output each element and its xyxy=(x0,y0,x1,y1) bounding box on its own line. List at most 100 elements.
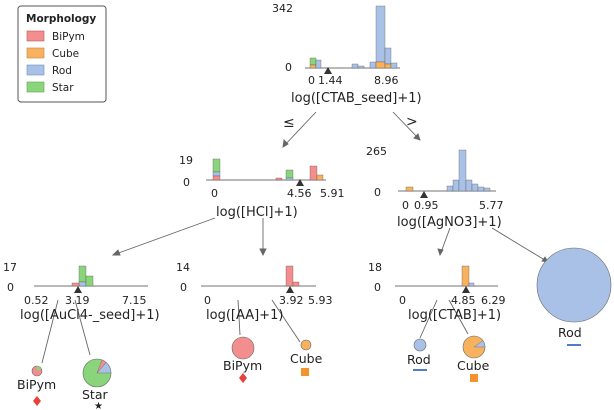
edge-ctab-left xyxy=(419,299,438,339)
edge-label-left: ≤ xyxy=(283,115,295,131)
edge-aucl4-left xyxy=(41,299,59,364)
hist-x-max: 5.77 xyxy=(479,199,504,212)
node-agno3: 265 0 0 0.95 5.77 log([AgNO3]+1) xyxy=(366,145,504,230)
hist-x-max: 7.15 xyxy=(122,294,147,307)
leaf-star: Star ★ xyxy=(82,358,112,410)
legend-swatch-rod xyxy=(26,64,45,76)
leaf-cube-2: Cube xyxy=(457,335,490,382)
node-feature-label: log([HCl]+1) xyxy=(216,205,298,220)
hist-y-max: 17 xyxy=(3,261,17,274)
hist-bar-rod xyxy=(212,171,221,177)
hist-bar-star xyxy=(212,158,221,173)
hist-x-max: 6.29 xyxy=(481,294,506,307)
hist-bar-rod xyxy=(452,179,460,192)
hist-bar-bipym xyxy=(212,175,221,181)
hist-y-max: 14 xyxy=(176,261,190,274)
leaf-pie xyxy=(536,247,612,323)
hist-y-min: 0 xyxy=(183,176,190,189)
edge-aucl4-right xyxy=(74,299,91,356)
hist-bar-cube xyxy=(316,174,324,181)
split-threshold-marker xyxy=(324,67,332,74)
hist-bar-bipym xyxy=(292,281,300,287)
leaf-pie-slice xyxy=(473,340,486,348)
legend-label-bipym: BiPym xyxy=(52,31,85,43)
hist-bar-cube xyxy=(461,265,470,287)
node-root: 342 0 0 1.44 8.96 log([CTAB_seed]+1) xyxy=(272,2,422,106)
hist-bar-bipym xyxy=(71,282,80,287)
hist-bar-star xyxy=(78,265,87,283)
edge-arrowhead xyxy=(413,133,421,141)
hist-bar-star xyxy=(85,275,94,287)
hist-x-min: 0 xyxy=(399,294,406,307)
node-feature-label: log([AgNO3]+1) xyxy=(397,215,502,230)
split-threshold-marker xyxy=(462,286,470,293)
legend-label-rod: Rod xyxy=(52,65,72,77)
hist-threshold: 3.19 xyxy=(65,294,90,307)
leaf-label: Rod xyxy=(558,325,582,340)
hist-bar-cube xyxy=(405,186,414,192)
hist-bar-cube xyxy=(309,64,317,69)
leaf-pie-slice xyxy=(37,366,42,371)
leaf-label: BiPym xyxy=(17,377,56,392)
legend-swatch-bipym xyxy=(26,30,45,42)
hist-bar-rod xyxy=(384,47,392,65)
legend-swatch-cube xyxy=(26,47,45,59)
hist-y-max: 342 xyxy=(272,2,293,15)
hist-bar-rod xyxy=(315,59,322,69)
hist-bar-cube xyxy=(384,63,392,69)
hist-bar-rod xyxy=(357,65,365,69)
hist-bar-bipym xyxy=(275,177,283,181)
edge-arrowhead xyxy=(437,248,444,257)
node-feature-label: log([AA]+1) xyxy=(206,308,283,323)
leaf-label: Rod xyxy=(407,352,431,367)
edge-agno3-right xyxy=(491,227,549,263)
hist-y-min: 0 xyxy=(180,281,187,294)
hist-bar-rod xyxy=(483,187,491,192)
hist-threshold: 1.44 xyxy=(318,74,343,87)
hist-bar-rod xyxy=(477,186,485,192)
node-aucl4: 17 0 0.52 3.19 7.15 log([AuCl4-_seed]+1) xyxy=(3,261,160,323)
legend: Morphology BiPym Cube Rod Star xyxy=(17,5,107,103)
hist-x-max: 5.93 xyxy=(308,294,333,307)
hist-bar-star xyxy=(309,57,317,66)
legend-label-cube: Cube xyxy=(52,48,79,60)
hist-x-min: 0 xyxy=(204,294,211,307)
leaf-pie xyxy=(300,339,312,351)
leaf-pie xyxy=(231,336,255,360)
leaf-cube-1: Cube xyxy=(290,339,323,376)
edge-arrowhead xyxy=(259,248,267,257)
edge-arrowhead xyxy=(111,249,121,256)
split-threshold-marker xyxy=(296,179,304,186)
node-ctab: 18 0 0 4.85 6.29 log([CTAB]+1) xyxy=(368,261,506,323)
hist-threshold: 4.56 xyxy=(287,187,312,200)
hist-bar-rod xyxy=(375,5,386,63)
hist-bar-rod xyxy=(78,281,87,287)
hist-bar-bipym xyxy=(309,165,318,181)
hist-bar-bipym xyxy=(285,265,294,287)
edges xyxy=(41,111,549,364)
hist-bar-rod xyxy=(471,183,479,192)
hist-x-min: 0.52 xyxy=(24,294,49,307)
diamond-icon xyxy=(239,373,247,383)
leaf-pie-slice xyxy=(96,359,107,374)
leaf-rod-2: Rod xyxy=(536,247,612,346)
edge-label-right: > xyxy=(406,114,418,130)
legend-label-star: Star xyxy=(52,82,74,94)
dash-icon xyxy=(413,369,427,371)
hist-x-min: 0 xyxy=(211,187,218,200)
edge-root-left xyxy=(282,111,317,148)
legend-title: Morphology xyxy=(26,13,96,25)
leaf-pie xyxy=(413,338,427,352)
leaf-bipym-2: BiPym xyxy=(223,336,262,383)
hist-y-max: 19 xyxy=(179,154,193,167)
leaf-label: Cube xyxy=(290,351,323,366)
hist-bar-star xyxy=(285,169,294,179)
hist-bar-rod xyxy=(351,63,359,69)
hist-bar-rod xyxy=(465,179,473,192)
hist-bar-rod xyxy=(468,282,475,287)
hist-y-min: 0 xyxy=(285,61,292,74)
hist-bar-rod xyxy=(458,149,467,192)
node-feature-label: log([CTAB]+1) xyxy=(408,308,501,323)
